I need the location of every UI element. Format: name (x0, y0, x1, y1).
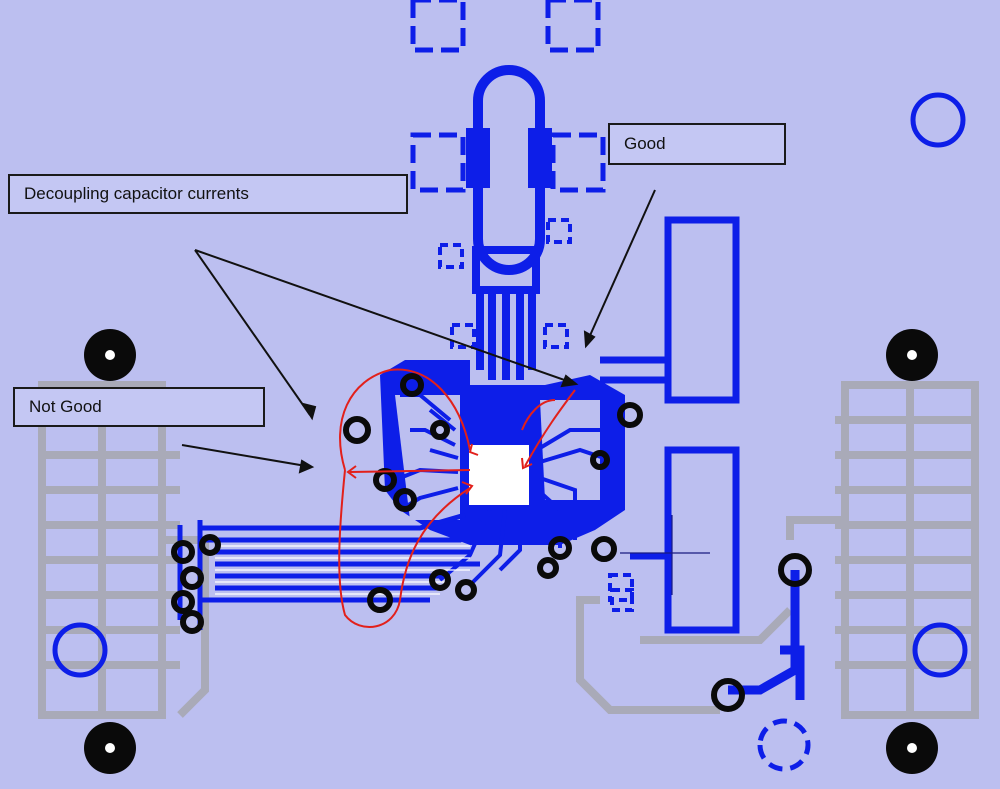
mounting-holes (84, 329, 938, 774)
current-loop-annotations (338, 368, 576, 628)
annotation-arrows (181, 189, 656, 474)
top-pads (410, 0, 606, 193)
pcb-vias (171, 373, 812, 712)
not-good-annotation-label: Not Good (13, 387, 265, 427)
inductor-pad (466, 65, 552, 275)
decoupling-annotation-label: Decoupling capacitor currents (8, 174, 408, 214)
blue-ring-pads (52, 92, 968, 678)
right-large-pads (600, 216, 740, 634)
lower-right-dashed-pad (757, 718, 811, 772)
left-bus-separators (215, 545, 470, 595)
small-pads (438, 218, 634, 612)
good-annotation-label: Good (608, 123, 786, 165)
